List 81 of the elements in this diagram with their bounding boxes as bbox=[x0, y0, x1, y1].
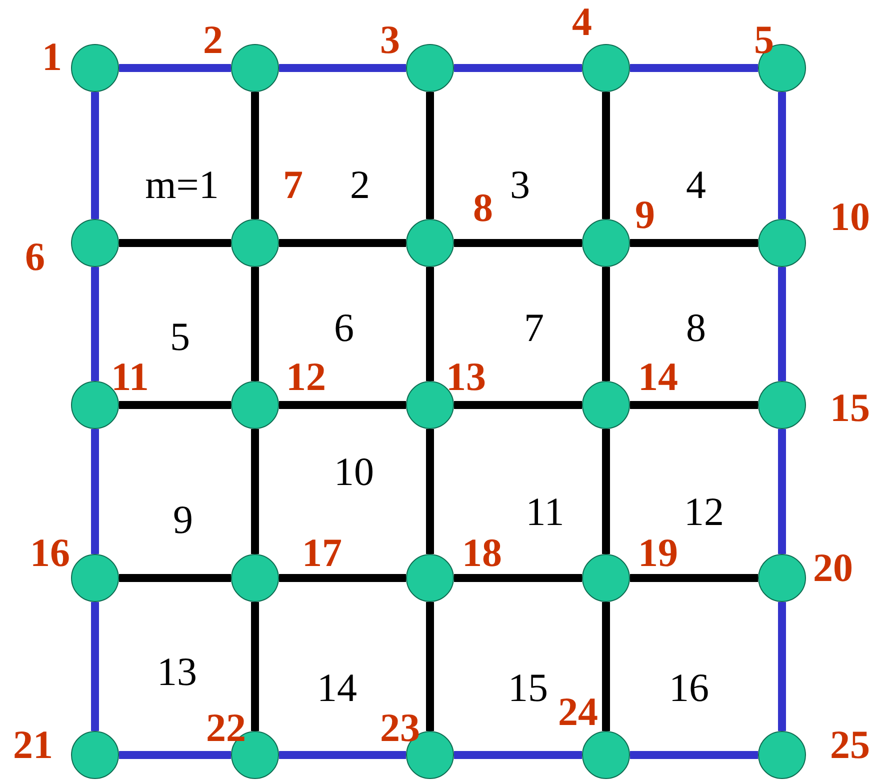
grid-line bbox=[279, 64, 406, 72]
grid-line bbox=[602, 429, 610, 554]
node-number: 12 bbox=[286, 357, 326, 397]
grid-line bbox=[630, 239, 758, 247]
grid-line bbox=[251, 602, 259, 731]
element-number: 3 bbox=[510, 165, 530, 205]
grid-line bbox=[602, 602, 610, 731]
node-number: 14 bbox=[638, 357, 678, 397]
node-number: 2 bbox=[203, 20, 223, 60]
element-number: 4 bbox=[686, 165, 706, 205]
node-number: 25 bbox=[830, 725, 870, 765]
node-number: 17 bbox=[302, 533, 342, 573]
grid-line bbox=[279, 401, 406, 409]
grid-line bbox=[119, 239, 231, 247]
element-number: 7 bbox=[524, 308, 544, 348]
node-number: 8 bbox=[473, 188, 493, 228]
grid-line bbox=[119, 574, 231, 582]
grid-line bbox=[251, 267, 259, 381]
grid-line bbox=[91, 429, 99, 554]
grid-line bbox=[91, 92, 99, 219]
grid-line bbox=[454, 239, 582, 247]
grid-line bbox=[119, 751, 231, 759]
node-number: 6 bbox=[25, 237, 45, 277]
grid-line bbox=[426, 429, 434, 554]
node-number: 23 bbox=[380, 708, 420, 748]
element-number: 8 bbox=[686, 308, 706, 348]
node-number: 21 bbox=[13, 725, 53, 765]
node-number: 24 bbox=[558, 692, 598, 732]
node-number: 4 bbox=[572, 2, 592, 42]
grid-line bbox=[454, 64, 582, 72]
grid-line bbox=[778, 429, 786, 554]
grid-line bbox=[778, 267, 786, 381]
node-number: 20 bbox=[813, 548, 853, 588]
node-number: 9 bbox=[635, 195, 655, 235]
grid-line bbox=[426, 267, 434, 381]
element-number: 13 bbox=[157, 652, 197, 692]
element-number: 15 bbox=[508, 668, 548, 708]
element-number: 12 bbox=[684, 492, 724, 532]
node-number: 13 bbox=[446, 357, 486, 397]
node-number: 3 bbox=[380, 20, 400, 60]
grid-line bbox=[454, 401, 582, 409]
element-number: m=1 bbox=[145, 165, 219, 205]
grid-line bbox=[279, 751, 406, 759]
node-number: 5 bbox=[754, 20, 774, 60]
grid-line bbox=[630, 401, 758, 409]
grid-line bbox=[454, 574, 582, 582]
node-number: 22 bbox=[206, 708, 246, 748]
grid-line bbox=[251, 429, 259, 554]
grid-line bbox=[602, 92, 610, 219]
node-number: 19 bbox=[638, 533, 678, 573]
element-number: 9 bbox=[173, 500, 193, 540]
grid-line bbox=[426, 602, 434, 731]
grid-line bbox=[602, 267, 610, 381]
node-number: 18 bbox=[462, 533, 502, 573]
grid-line bbox=[454, 751, 582, 759]
grid-line bbox=[279, 574, 406, 582]
element-number: 16 bbox=[669, 668, 709, 708]
element-number: 6 bbox=[334, 308, 354, 348]
grid-line bbox=[778, 602, 786, 731]
node-number: 10 bbox=[830, 197, 870, 237]
element-number: 5 bbox=[170, 317, 190, 357]
grid-line bbox=[630, 64, 758, 72]
node-number: 11 bbox=[111, 357, 149, 397]
node-number: 16 bbox=[30, 533, 70, 573]
element-number: 2 bbox=[350, 165, 370, 205]
element-number: 11 bbox=[526, 492, 564, 532]
grid-line bbox=[119, 401, 231, 409]
grid-line bbox=[279, 239, 406, 247]
grid-line bbox=[426, 92, 434, 219]
node-number: 1 bbox=[42, 37, 62, 77]
grid-line bbox=[119, 64, 231, 72]
grid-line bbox=[630, 751, 758, 759]
grid-line bbox=[91, 602, 99, 731]
grid-line bbox=[91, 267, 99, 381]
element-number: 14 bbox=[317, 668, 357, 708]
element-number: 10 bbox=[334, 452, 374, 492]
node-number: 15 bbox=[830, 388, 870, 428]
node-number: 7 bbox=[283, 165, 303, 205]
grid-line bbox=[778, 92, 786, 219]
grid-line bbox=[630, 574, 758, 582]
grid-line bbox=[251, 92, 259, 219]
